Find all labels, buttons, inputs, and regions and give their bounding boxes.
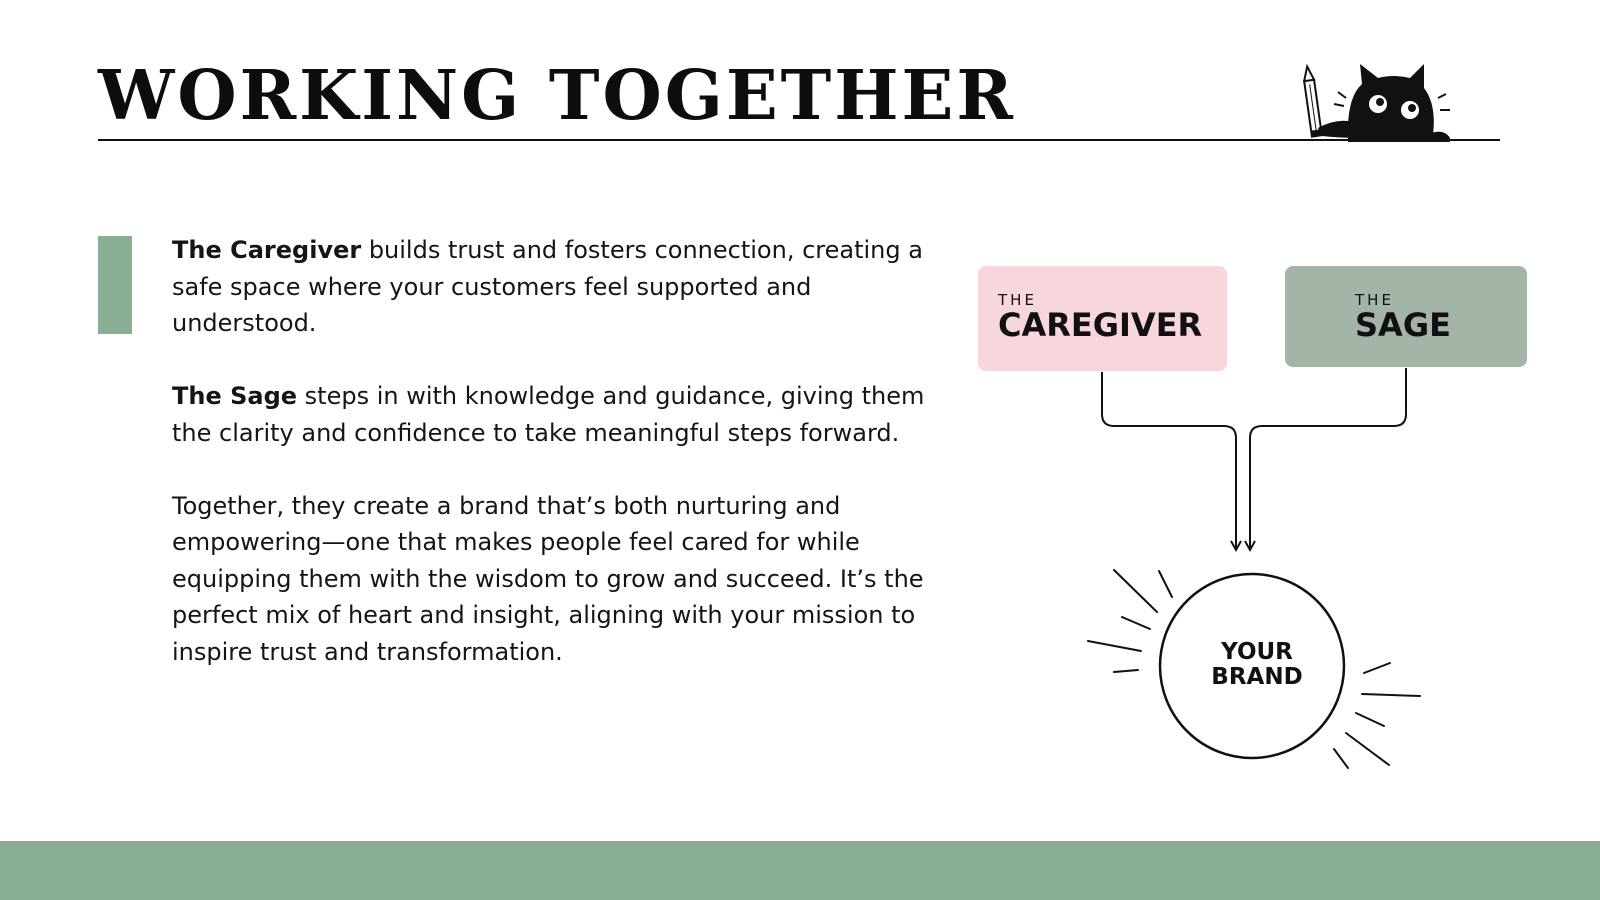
paragraph-text: Together, they create a brand that’s bot… bbox=[172, 491, 924, 666]
paragraph-together: Together, they create a brand that’s bot… bbox=[172, 488, 932, 671]
body-text: The Caregiver builds trust and fosters c… bbox=[172, 232, 932, 707]
caregiver-box-label: CAREGIVER bbox=[998, 306, 1203, 344]
footer-band bbox=[0, 841, 1600, 900]
caregiver-box: THE CAREGIVER bbox=[978, 266, 1227, 371]
paragraph-text: steps in with knowledge and guidance, gi… bbox=[172, 382, 925, 447]
sage-box-label: SAGE bbox=[1355, 306, 1451, 344]
caregiver-box-prefix: THE bbox=[998, 291, 1037, 309]
paragraph-bold: The Caregiver bbox=[172, 236, 362, 264]
sage-arrowhead bbox=[1244, 540, 1256, 553]
paragraph-caregiver: The Caregiver builds trust and fosters c… bbox=[172, 232, 932, 342]
accent-bar bbox=[98, 236, 132, 334]
sage-connector bbox=[1249, 368, 1407, 548]
sage-box-prefix: THE bbox=[1355, 291, 1394, 309]
sage-box: THE SAGE bbox=[1285, 266, 1527, 367]
paragraph-bold: The Sage bbox=[172, 382, 298, 410]
brand-label: YOUR BRAND bbox=[1192, 640, 1322, 690]
paragraph-text: builds trust and fosters connection, cre… bbox=[172, 236, 923, 337]
title-divider bbox=[98, 139, 1500, 141]
caregiver-arrowhead bbox=[1230, 540, 1242, 553]
paragraph-sage: The Sage steps in with knowledge and gui… bbox=[172, 378, 932, 451]
cat-with-pencil-icon bbox=[1302, 63, 1450, 142]
brand-label-line1: YOUR bbox=[1221, 639, 1293, 665]
brand-label-line2: BRAND bbox=[1211, 664, 1303, 690]
page-title: WORKING TOGETHER bbox=[98, 56, 1016, 136]
caregiver-connector bbox=[1101, 372, 1237, 548]
